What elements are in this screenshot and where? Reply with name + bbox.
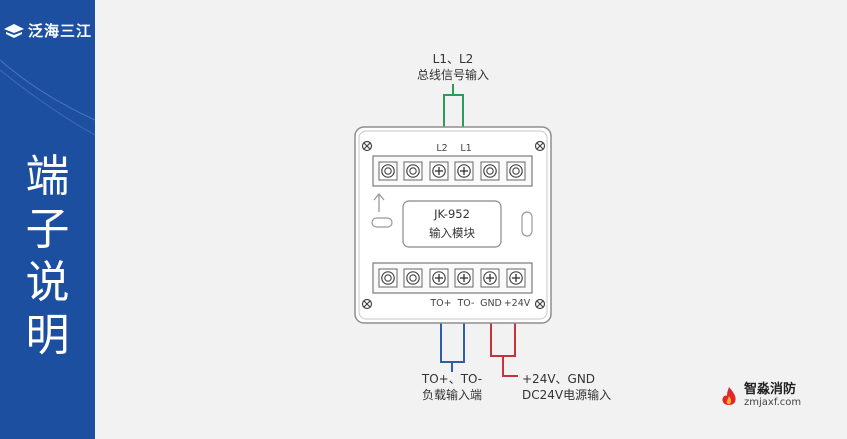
side-title: 端 子 说 明 [0,150,95,362]
bus-input-label: L1、L2 [432,52,474,66]
sidebar: 泛海三江 端 子 说 明 [0,0,95,439]
device-name: 输入模块 [429,226,475,240]
terminal-label-to-plus: TO+ [430,298,452,309]
load-output-desc: 负载输入端 [421,388,482,402]
watermark-name: 智淼消防 [744,382,797,397]
power-wire-stub [502,356,518,377]
terminal-nut-icon [378,268,398,288]
watermark: 智淼消防 zmjaxf.com [718,383,801,408]
led-slot [371,217,393,228]
terminal-label-l2: L2 [436,143,448,154]
terminal-screw-icon [429,161,449,181]
device-model: JK-952 [434,207,470,221]
brand-logo: 泛海三江 [4,20,92,41]
load-output-label: TO+、TO- [421,372,483,386]
terminal-screw-icon [429,268,449,288]
corner-screw-icon [361,298,373,310]
brand-name: 泛海三江 [28,22,93,40]
flame-logo-icon [722,386,736,405]
top-terminals [378,161,526,181]
terminal-screw-icon [506,268,526,288]
terminal-nut-icon [403,268,423,288]
sidebar-decoration [0,59,95,136]
address-slot [521,211,533,237]
module-inner-border [358,130,548,320]
terminal-nut-icon [403,161,423,181]
terminal-screw-icon [480,268,500,288]
terminal-label-gnd: GND [480,298,502,309]
terminal-label-24v: +24V [503,298,531,309]
terminal-label-to-minus: TO- [457,298,475,309]
bottom-terminals [378,268,526,288]
power-wire [490,322,516,357]
bottom-terminal-block [372,262,533,294]
side-title-char: 子 [25,204,70,255]
logo-icon [4,23,24,38]
terminal-screw-icon [454,268,474,288]
terminal-screw-icon [454,161,474,181]
arrow-up-icon [373,192,385,212]
load-wire [440,322,465,363]
side-title-char: 明 [25,310,70,361]
terminal-label-l1: L1 [460,143,472,154]
terminal-nut-icon [480,161,500,181]
top-terminal-block [372,155,533,187]
side-title-char: 说 [25,257,70,308]
power-input-label: +24V、GND [522,372,596,386]
bus-input-desc: 总线信号输入 [416,68,489,82]
power-input-desc: DC24V电源输入 [522,388,612,402]
terminal-nut-icon [506,161,526,181]
side-title-char: 端 [25,151,70,202]
device-label-panel [402,200,502,248]
corner-screw-icon [534,298,546,310]
corner-screw-icon [361,140,373,152]
corner-screw-icon [534,140,546,152]
terminal-nut-icon [378,161,398,181]
watermark-url: zmjaxf.com [744,397,802,408]
